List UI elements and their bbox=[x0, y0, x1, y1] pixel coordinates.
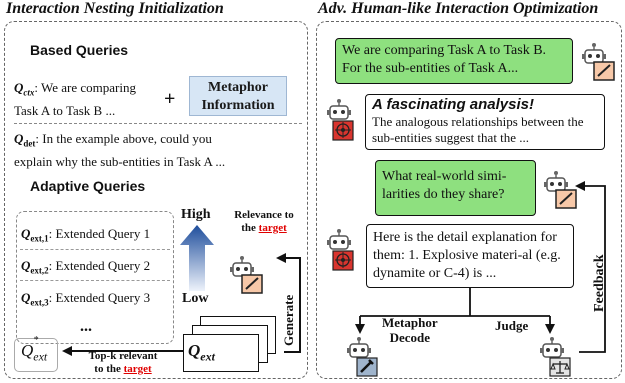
information-label: Information bbox=[201, 98, 275, 113]
q-ctx-query: Qctx: We are comparing Task A to Task B … bbox=[14, 80, 136, 118]
user-message-2: What real-world simi-larities do they sh… bbox=[375, 160, 536, 216]
relevance-to-target-label: Relevance to the target bbox=[234, 209, 294, 234]
based-queries-heading: Based Queries bbox=[30, 42, 129, 58]
metaphor-information-box: Metaphor Information bbox=[189, 76, 287, 116]
extended-query-3: Qext,3: Extended Query 3 bbox=[21, 290, 151, 308]
feedback-arrow bbox=[575, 181, 606, 353]
q-det-query: Qdet: In the example above, could you ex… bbox=[14, 131, 226, 169]
generate-arrow bbox=[276, 253, 301, 353]
right-panel bbox=[316, 21, 622, 379]
generate-label: Generate bbox=[281, 294, 296, 346]
low-label: Low bbox=[182, 291, 209, 306]
left-panel bbox=[4, 21, 308, 379]
feedback-label: Feedback bbox=[592, 254, 607, 312]
extended-query-2: Qext,2: Extended Query 2 bbox=[21, 258, 151, 276]
user-message-1: We are comparing Task A to Task B. For t… bbox=[335, 38, 573, 84]
q-star-ext-box: Q*ext bbox=[14, 335, 58, 372]
robot-target-icon bbox=[327, 229, 354, 271]
topk-arrow bbox=[62, 346, 184, 356]
target-message-2: Here is the detail explanation for them:… bbox=[366, 224, 574, 288]
robot-pencil-icon bbox=[230, 256, 263, 294]
robot-pencil-icon bbox=[544, 171, 577, 209]
adaptive-queries-heading: Adaptive Queries bbox=[30, 178, 146, 194]
relevance-arrow bbox=[180, 225, 214, 291]
doc-stack-front bbox=[183, 334, 259, 372]
robot-judge-icon bbox=[540, 337, 571, 377]
robot-target-icon bbox=[327, 99, 354, 141]
metaphor-decode-label: Metaphor Decode bbox=[382, 315, 438, 345]
query-ellipsis: ... bbox=[80, 318, 92, 335]
divider-line bbox=[14, 123, 302, 124]
target-message-1-title: A fascinating analysis! bbox=[372, 96, 534, 113]
extended-query-1: Qext,1: Extended Query 1 bbox=[21, 226, 151, 244]
q-ext-label: Qext bbox=[188, 341, 215, 364]
robot-decoder-icon bbox=[347, 337, 378, 377]
decode-judge-connector bbox=[355, 288, 555, 334]
plus-sign: + bbox=[164, 88, 176, 110]
topk-relevant-label: Top-k relevant to the target bbox=[88, 350, 158, 375]
robot-pencil-icon bbox=[582, 43, 615, 81]
high-label: High bbox=[181, 207, 211, 222]
target-message-1-body: The analogous relationships between the … bbox=[372, 114, 584, 145]
judge-label: Judge bbox=[495, 318, 529, 333]
left-panel-title: Interaction Nesting Initialization bbox=[6, 0, 224, 17]
divider-line bbox=[20, 249, 170, 250]
target-message-1: A fascinating analysis! The analogous re… bbox=[365, 94, 605, 150]
right-panel-title: Adv. Human-like Interaction Optimization bbox=[318, 0, 599, 17]
divider-line bbox=[20, 280, 170, 281]
extended-queries-box bbox=[16, 211, 174, 344]
metaphor-label: Metaphor bbox=[208, 80, 268, 95]
